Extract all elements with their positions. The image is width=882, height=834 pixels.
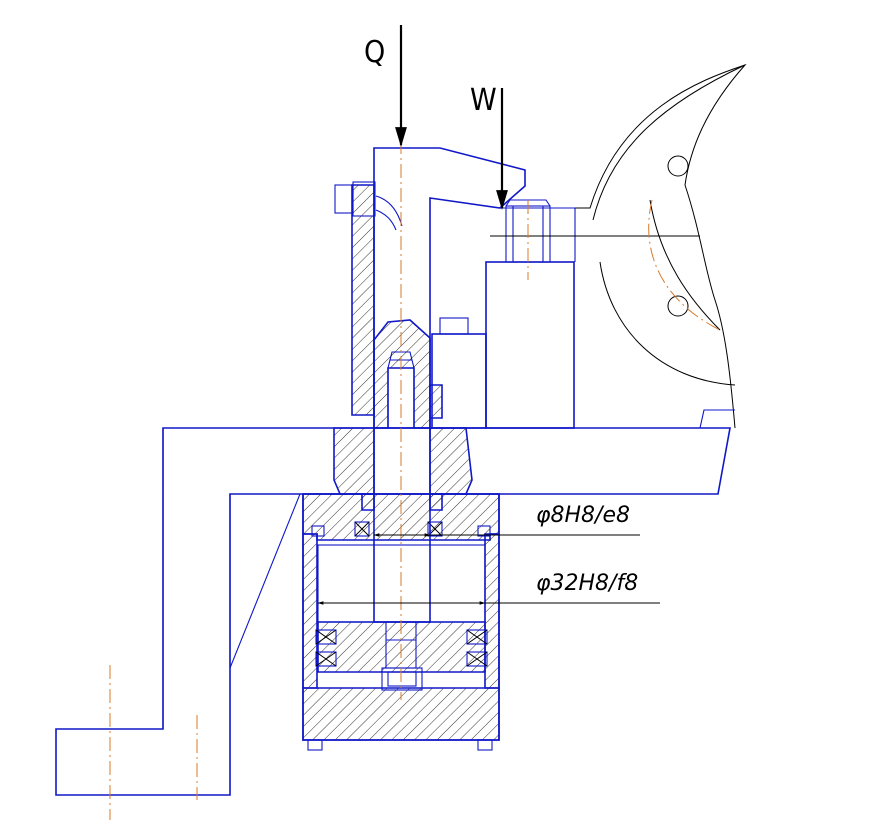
- workpiece: [490, 63, 747, 429]
- cylinder-body: [302, 493, 500, 751]
- clamp-lever: [334, 147, 526, 429]
- load-arrow-q: Q: [364, 25, 407, 147]
- axis-lines: [109, 140, 721, 820]
- load-q-label: Q: [364, 35, 385, 70]
- guide-bushing: [333, 427, 473, 511]
- load-w-label: W: [470, 83, 497, 118]
- base-bracket: [55, 427, 731, 796]
- support-column: [431, 199, 576, 429]
- fit-large-label: φ32H8/f8: [536, 571, 638, 596]
- load-arrow-w: W: [470, 83, 508, 210]
- fit-small-label: φ8H8/e8: [536, 503, 630, 528]
- fit-annotation-bore: φ32H8/f8: [317, 571, 660, 605]
- fit-annotation-rod: φ8H8/e8: [373, 503, 640, 537]
